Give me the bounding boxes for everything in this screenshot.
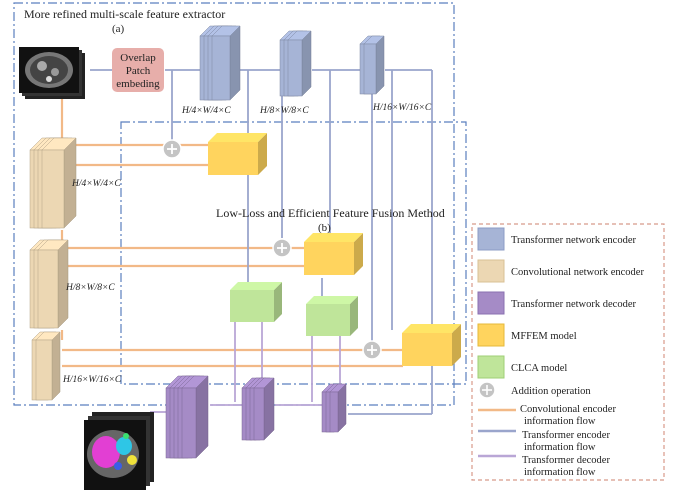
legend-swatch-mffem — [477, 323, 505, 347]
legend: Transformer network encoder Convolutiona… — [477, 227, 644, 478]
transformer-decoder-stage-1 — [165, 375, 209, 459]
transformer-encoder-stage-3 — [359, 35, 385, 95]
ct-input-image — [19, 47, 85, 99]
dim-c3: H/16×W/16×C — [62, 375, 122, 385]
dim-c1: H/4×W/4×C — [71, 179, 121, 189]
legend-conv-flow-2: information flow — [524, 416, 596, 427]
patch-embed-line1: Overlap — [120, 52, 156, 64]
transformer-decoder-stage-3 — [321, 383, 347, 433]
legend-trans-dec: Transformer network decoder — [511, 299, 636, 310]
legend-clca: CLCA model — [511, 363, 567, 374]
section-a-title: More refined multi-scale feature extract… — [24, 7, 225, 21]
mffem-block-1 — [208, 133, 267, 175]
dim-t1: H/4×W/4×C — [181, 106, 231, 116]
legend-mffem: MFFEM model — [511, 331, 577, 342]
transformer-encoder-stage-2 — [279, 30, 312, 97]
addition-op-1 — [162, 139, 182, 159]
patch-embed-line3: embeding — [116, 78, 160, 90]
dim-c2: H/8×W/8×C — [65, 283, 115, 293]
patch-embed-box — [112, 48, 164, 92]
trans-dec-flow-lines — [150, 320, 341, 413]
mffem-block-3 — [402, 324, 461, 366]
legend-conv-enc: Convolutional network encoder — [511, 267, 644, 278]
conv-encoder-stage-2 — [29, 239, 69, 329]
legend-conv-flow-1: Convolutional encoder — [520, 404, 616, 415]
section-a-tag: (a) — [112, 23, 125, 35]
transformer-decoder-stage-2 — [241, 377, 275, 441]
legend-swatch-trans-dec — [477, 291, 505, 315]
trans-enc-flow-lines — [90, 69, 433, 415]
legend-swatch-clca — [477, 355, 505, 379]
legend-trans-enc-flow-1: Transformer encoder — [522, 430, 610, 441]
section-b-tag: (b) — [318, 222, 331, 234]
legend-trans-dec-flow-2: information flow — [524, 467, 596, 478]
conv-encoder-stage-3 — [31, 331, 61, 401]
segmentation-output-image — [84, 412, 154, 490]
transformer-encoder-stage-1 — [199, 25, 241, 101]
clca-block-2 — [306, 296, 358, 336]
legend-swatch-trans-enc — [477, 227, 505, 251]
section-b-title: Low-Loss and Efficient Feature Fusion Me… — [216, 206, 445, 220]
addition-op-2 — [272, 238, 292, 258]
mffem-block-2 — [304, 233, 363, 275]
legend-swatch-conv-enc — [477, 259, 505, 283]
legend-trans-dec-flow-1: Transformer decoder — [522, 455, 610, 466]
legend-addition: Addition operation — [511, 386, 591, 397]
legend-trans-enc-flow-2: information flow — [524, 442, 596, 453]
conv-encoder-stage-1 — [29, 137, 77, 229]
dim-t2: H/8×W/8×C — [259, 106, 309, 116]
dim-t3: H/16×W/16×C — [372, 103, 432, 113]
clca-block-1 — [230, 282, 282, 322]
addition-op-3 — [362, 340, 382, 360]
legend-trans-enc: Transformer network encoder — [511, 235, 636, 246]
patch-embed-line2: Patch — [126, 65, 151, 77]
frame-b — [120, 121, 467, 385]
conv-flow-lines — [60, 95, 403, 368]
